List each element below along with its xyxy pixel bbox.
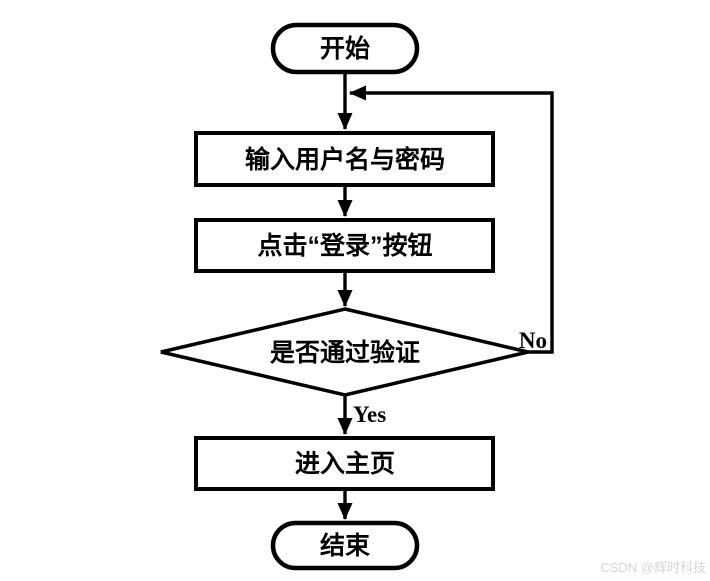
enter-home-box <box>194 436 495 491</box>
verify-decision-label: 是否通过验证 <box>270 338 420 367</box>
end-node-shape <box>270 520 420 571</box>
start-node-shape <box>270 22 420 75</box>
no-edge-label: No <box>519 328 547 353</box>
verify-decision-diamond <box>160 307 529 397</box>
flow-edges <box>337 72 554 520</box>
flow-nodes: 开始 输入用户名与密码 点击“登录”按钮 是否通过验证 进入主页 结束 <box>160 22 529 571</box>
end-node-label: 结束 <box>320 532 371 560</box>
flow-edge-labels: Yes No <box>353 328 547 427</box>
enter-home-label: 进入主页 <box>295 450 395 478</box>
watermark-text: CSDN @辉时科技 <box>600 560 706 575</box>
click-login-label: 点击“登录”按钮 <box>257 231 432 260</box>
input-credentials-label: 输入用户名与密码 <box>245 145 445 174</box>
edge-no-feedback-loop <box>349 85 554 354</box>
yes-edge-label: Yes <box>353 402 386 427</box>
input-credentials-box <box>194 131 495 187</box>
click-login-box <box>194 218 495 273</box>
start-node-label: 开始 <box>320 35 370 63</box>
